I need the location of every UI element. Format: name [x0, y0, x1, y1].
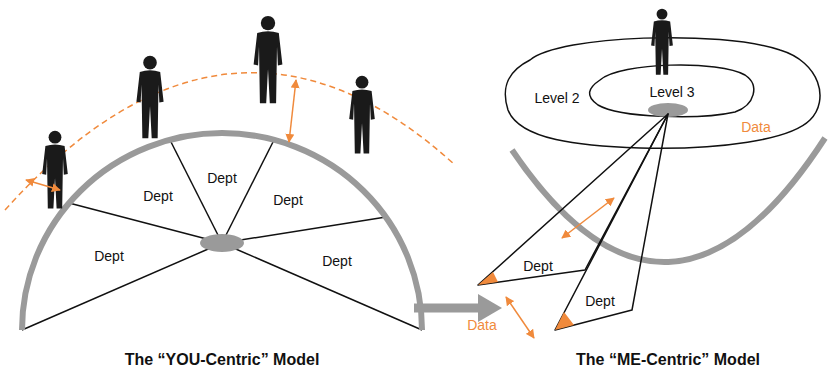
label-slot: Data [741, 118, 771, 136]
node-text: Level 2 [534, 90, 579, 106]
person [136, 56, 163, 138]
model-caption: The “YOU-Centric” Model [125, 351, 320, 369]
sector-line [170, 140, 222, 243]
person [254, 16, 283, 103]
person [42, 131, 68, 209]
dept-sector: Dept [140, 184, 176, 207]
dept-triangle-outline [478, 114, 668, 285]
sector-line [222, 243, 422, 330]
double-arrow [26, 180, 60, 190]
data-label: Data [467, 317, 497, 333]
sector-line [222, 217, 386, 243]
node-text: Dept [207, 170, 237, 186]
label-slot: Data [467, 316, 497, 334]
dept-sector: Dept [270, 188, 306, 211]
level-3-outline [590, 65, 754, 117]
dept-triangle: Dept [582, 289, 618, 312]
dept-sector: Dept [91, 244, 127, 267]
double-arrow [506, 297, 534, 338]
sector-line [22, 243, 222, 330]
double-arrow [289, 80, 296, 142]
dept-sector: Dept [319, 249, 355, 272]
model-caption: The “ME-Centric” Model [576, 351, 760, 369]
person [651, 9, 673, 75]
node-text: Dept [523, 258, 553, 274]
node-text: Dept [322, 253, 352, 269]
node-text: Dept [143, 188, 173, 204]
double-arrow [562, 198, 614, 238]
level-region: Level 2 Level 3 [505, 36, 825, 148]
dept-triangle-outline [555, 114, 668, 330]
data-tip [555, 312, 574, 330]
hub [200, 234, 244, 252]
outer-arc [22, 133, 422, 330]
transition-arrow [414, 304, 480, 313]
node-text: Dept [273, 192, 303, 208]
node-text: Level 3 [649, 84, 694, 100]
dept-triangle: Dept [520, 254, 556, 277]
person [349, 76, 375, 154]
label-slot: The “YOU-Centric” Model [125, 351, 320, 369]
sector-lines [22, 140, 422, 330]
sector-line [222, 140, 274, 243]
data-label: Data [741, 119, 771, 135]
node-text: Dept [585, 293, 615, 309]
bowl-arc [512, 138, 825, 262]
sector-line [69, 203, 222, 243]
node-text: Dept [94, 248, 124, 264]
dashed-arc [5, 73, 455, 210]
data-tip [478, 272, 498, 285]
label-slot: The “ME-Centric” Model [576, 351, 760, 369]
level-region: Level 3 [588, 62, 758, 120]
dept-sector: Dept [204, 166, 240, 189]
